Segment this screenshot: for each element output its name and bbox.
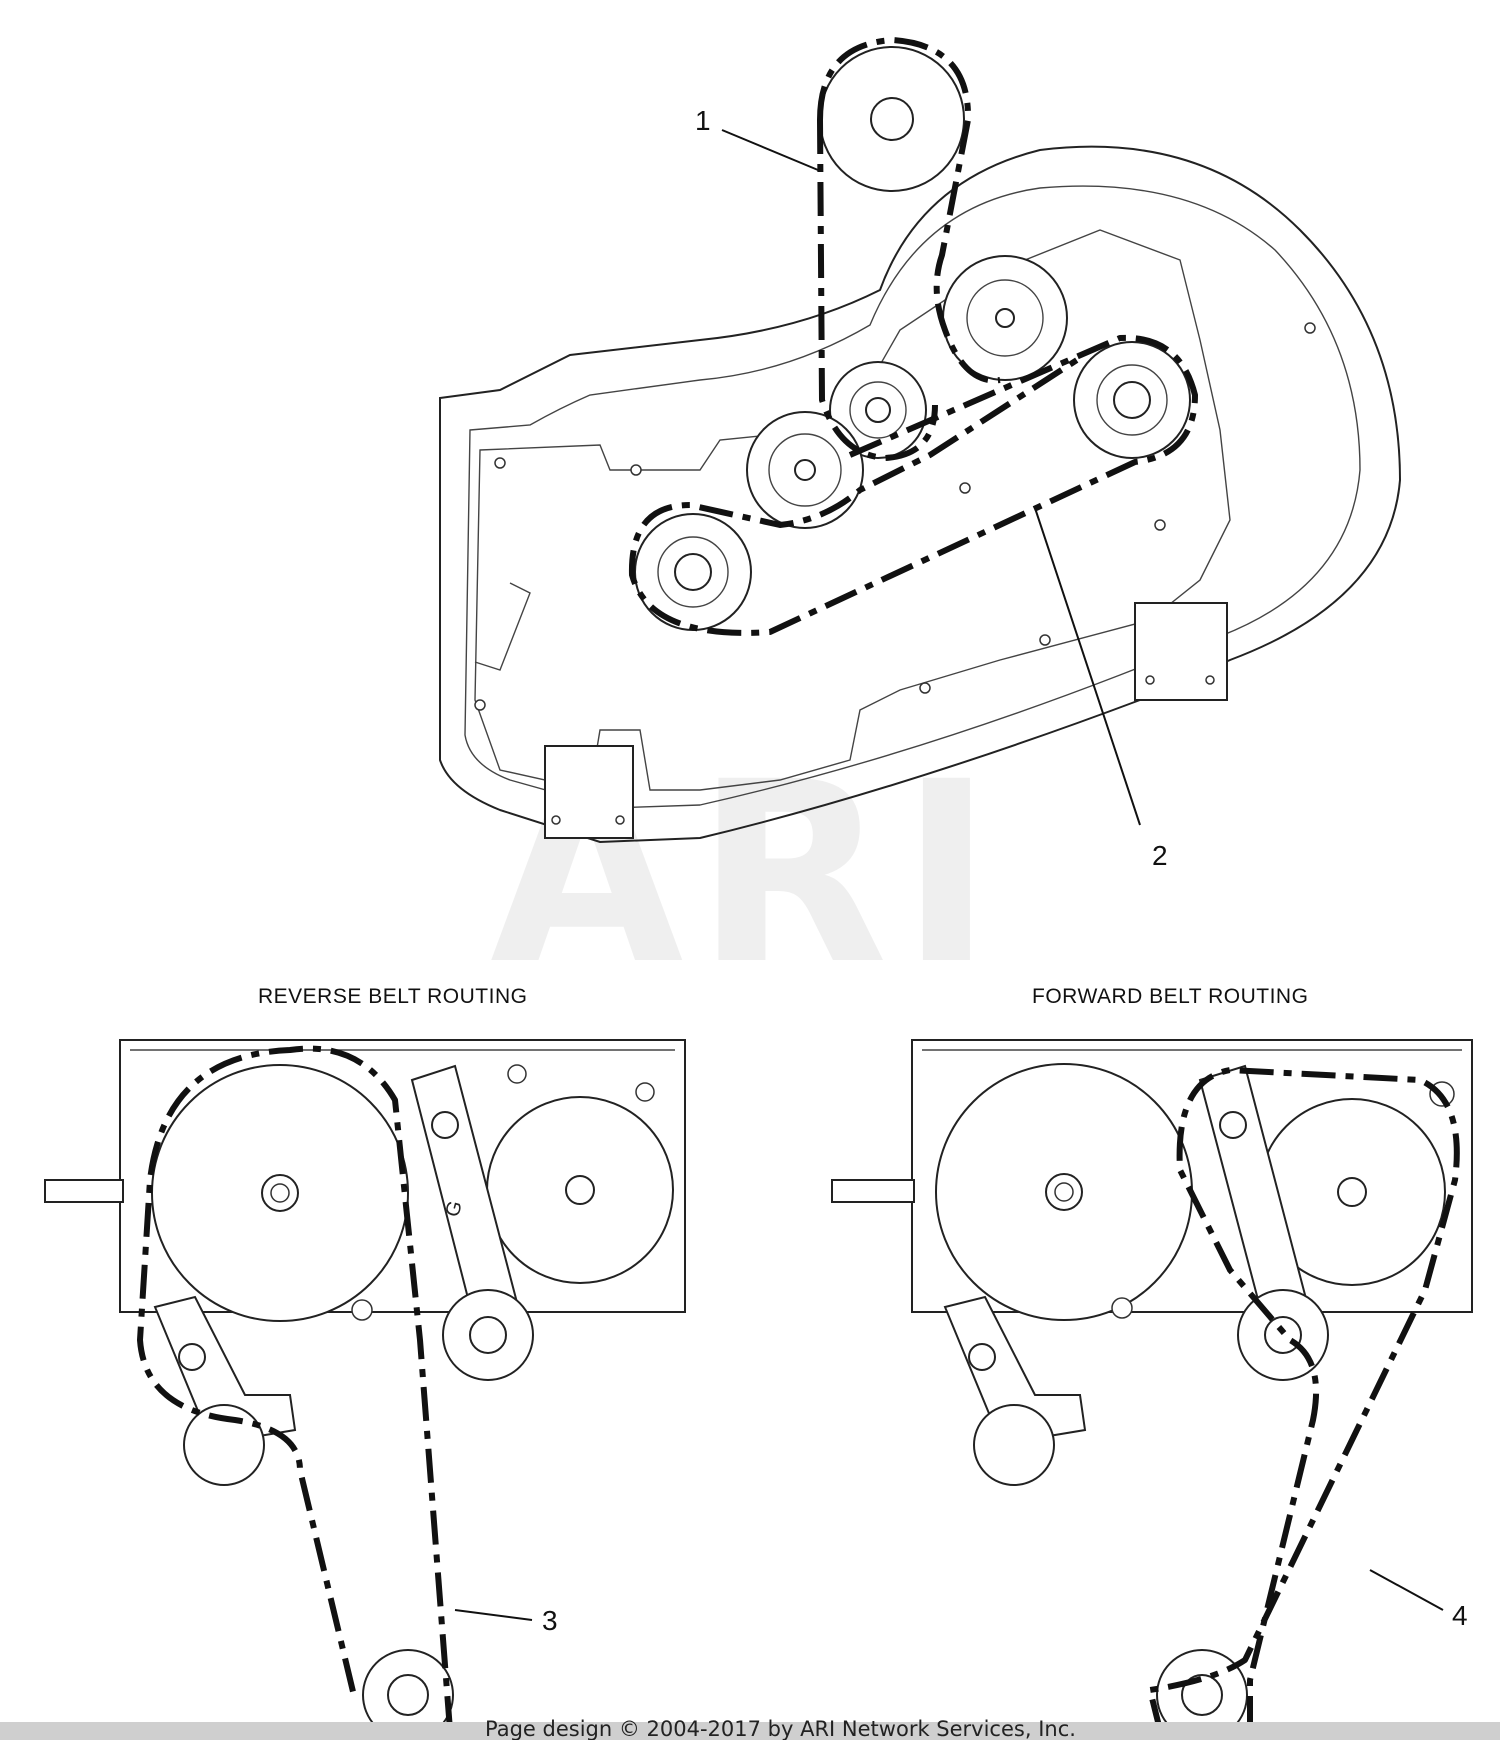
reverse-transmission: G 3 — [44, 1039, 686, 1740]
callout-2: 2 — [1152, 840, 1168, 871]
leader-3 — [454, 1609, 533, 1621]
deck-hole — [1304, 322, 1316, 334]
arm-pivot — [178, 1343, 206, 1371]
deck-hole — [474, 699, 486, 711]
pulley-hub — [565, 1175, 595, 1205]
bracket-hole — [551, 815, 561, 825]
callout-1: 1 — [695, 105, 711, 136]
deck-assembly: 1 2 — [439, 37, 1402, 871]
pulley-bore — [1054, 1182, 1074, 1202]
right-spindle-pulley — [1073, 341, 1191, 459]
housing-bolt — [1111, 1297, 1133, 1319]
pulley-hub — [469, 1316, 507, 1354]
housing-bolt — [635, 1082, 655, 1102]
arm-pivot — [968, 1343, 996, 1371]
housing-bolt — [507, 1064, 527, 1084]
forward-transmission: 4 — [831, 1039, 1473, 1740]
engine-pulley — [819, 46, 965, 192]
bracket-hole — [1145, 675, 1155, 685]
leader-2 — [1034, 507, 1141, 826]
belt-4-forward — [1147, 1067, 1460, 1731]
pulley-hub — [1337, 1177, 1367, 1207]
pulley-bore — [270, 1183, 290, 1203]
reverse-tension-pulley — [183, 1404, 265, 1486]
bracket-hole — [1205, 675, 1215, 685]
arm-pivot — [1219, 1111, 1247, 1139]
bracket-hole — [615, 815, 625, 825]
pulley-hub — [387, 1674, 429, 1716]
reverse-routing-caption: REVERSE BELT ROUTING — [258, 985, 527, 1008]
deck-hole — [630, 464, 642, 476]
callout-3: 3 — [542, 1605, 558, 1636]
far-left-spindle-pulley — [634, 513, 752, 631]
forward-shaft — [831, 1179, 915, 1203]
right-bracket — [1134, 602, 1228, 701]
pulley-hub — [1264, 1316, 1302, 1354]
arm-mark-g: G — [442, 1199, 467, 1220]
forward-routing-caption: FORWARD BELT ROUTING — [1032, 985, 1308, 1008]
deck-panel — [474, 229, 1231, 791]
reverse-shaft — [44, 1179, 124, 1203]
center-pulley — [829, 361, 927, 459]
leader-1 — [721, 129, 819, 171]
left-spindle-pulley — [746, 411, 864, 529]
belt-1-engine-drive — [817, 37, 1001, 461]
housing-bolt — [351, 1299, 373, 1321]
deck-inner-rim — [464, 185, 1361, 809]
deck-hole — [1039, 634, 1051, 646]
copyright-footer: Page design © 2004-2017 by ARI Network S… — [485, 1717, 1076, 1740]
deck-hole — [494, 457, 506, 469]
forward-tension-pulley — [973, 1404, 1055, 1486]
belt-3-reverse — [137, 1045, 453, 1731]
deck-hole — [959, 482, 971, 494]
deck-rod — [474, 582, 531, 671]
deck-hole — [1154, 519, 1166, 531]
deck-hole — [919, 682, 931, 694]
arm-pivot — [431, 1111, 459, 1139]
pulley-hub — [1181, 1674, 1223, 1716]
leader-4 — [1369, 1569, 1444, 1611]
belt-2-deck-drive — [628, 334, 1198, 636]
footer-bar — [0, 1722, 1500, 1740]
deck-housing — [439, 145, 1402, 844]
callout-4: 4 — [1452, 1600, 1468, 1631]
